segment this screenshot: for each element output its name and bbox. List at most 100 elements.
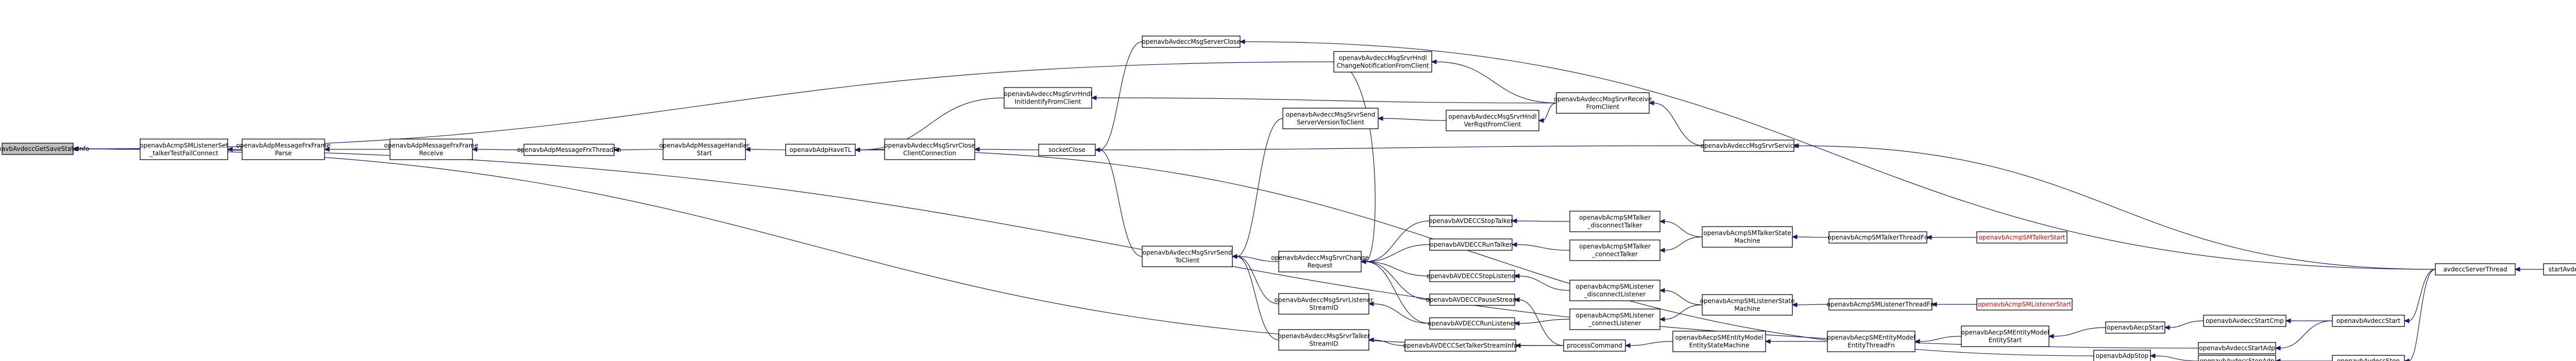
node-openavbavdeccstartadp[interactable]: openavbAvdeccStartAdp: [2198, 342, 2276, 354]
call-edge: [1099, 149, 1143, 257]
node-openavbacmpsmtalker-connecttalker[interactable]: openavbAcmpSMTalker_connectTalker: [1569, 239, 1660, 261]
node-openavbacmpsmlistenerthreadfn[interactable]: openavbAcmpSMListenerThreadFn: [1827, 298, 1935, 311]
call-edge: [2053, 327, 2106, 337]
node-box: [2198, 355, 2276, 361]
node-openavbavdeccmsgsrvrsendserverversiontoclient[interactable]: openavbAvdeccMsgSrvrSendServerVersionToC…: [1282, 108, 1379, 129]
node-openavbadpstop[interactable]: openavbAdpStop: [2093, 350, 2151, 361]
node-openavbacmpsmtalker-disconnecttalker[interactable]: openavbAcmpSMTalker_disconnectTalker: [1569, 211, 1660, 232]
node-openavbavdeccpausestream[interactable]: openavbAVDECCPauseStream: [1426, 294, 1519, 306]
call-edge: [1099, 145, 1704, 150]
call-edge: [1664, 221, 1703, 237]
call-edge-arrowhead: [1931, 302, 1937, 307]
node-openavbavdeccmsgsrvrhndlchangenotificationfromclient[interactable]: openavbAvdeccMsgSrvrHndlChangeNotificati…: [1333, 51, 1432, 73]
node-openavbavdeccstoplistener[interactable]: openavbAVDECCStopListener: [1427, 270, 1518, 282]
node-label: avdeccServerThread: [2444, 266, 2507, 273]
node-box: [242, 139, 325, 160]
call-edge: [1236, 256, 1279, 340]
node-label: ServerVersionToClient: [1297, 119, 1364, 126]
call-edge: [1664, 304, 1703, 320]
node-label: openavbAvdeccMsgSrvrReceive: [1554, 96, 1652, 103]
node-box: [140, 139, 228, 160]
call-edge: [1365, 261, 1430, 277]
node-box: [785, 144, 856, 156]
node-openavbavdeccmsgsrvrhndlinitidentifyfromclient[interactable]: openavbAvdeccMsgSrvrHndlInitIdentifyFrom…: [1004, 87, 1092, 109]
node-box: [2332, 315, 2405, 327]
node-openavbacmpsmtalkerstart[interactable]: openavbAcmpSMTalkerStart: [1976, 231, 2067, 244]
node-openavbavdeccruntalker[interactable]: openavbAVDECCRunTalker: [1429, 238, 1513, 251]
node-label: openavbAVDECCStopListener: [1427, 272, 1518, 280]
node-openavbacmpsmlistenerset-talkertestfailconnect[interactable]: openavbAcmpSMListenerSet_talkerTestFailC…: [140, 139, 228, 160]
node-box: [1446, 110, 1539, 131]
node-openavbavdeccmsgsrvrhndlverrqstfromclient[interactable]: openavbAvdeccMsgSrvrHndlVerRqstFromClien…: [1446, 110, 1539, 131]
node-box: [1961, 325, 2049, 347]
node-label: openavbAvdeccMsgSrvrListener: [1275, 297, 1374, 304]
call-edge: [1543, 102, 1557, 121]
node-label: Request: [1308, 262, 1333, 269]
node-box: [1702, 226, 1793, 248]
node-box: [1569, 211, 1660, 232]
node-openavbacmpsmtalkerthreadfn[interactable]: openavbAcmpSMTalkerThreadFn: [1827, 231, 1928, 244]
node-openavbadpmessagefrxthreadfn[interactable]: openavbAdpMessageFrxThreadFn: [517, 144, 621, 156]
node-avdeccserverthread[interactable]: avdeccServerThread: [2435, 263, 2516, 276]
node-openavbavdeccstart[interactable]: openavbAvdeccStart: [2332, 315, 2405, 327]
node-openavbavdeccgetsavestateinfo[interactable]: openavbAvdeccGetSaveStateInfo: [0, 143, 89, 155]
node-box: [1702, 294, 1793, 316]
node-label: openavbAdpHaveTL: [789, 146, 851, 153]
call-edge-arrowhead: [1239, 39, 1245, 44]
node-label: openavbAcmpSMListenerStart: [1978, 301, 2072, 308]
node-openavbaecpsmentitymodelentitystatemachine[interactable]: openavbAecpSMEntityModelEntityStateMachi…: [1672, 331, 1766, 352]
node-openavbavdeccstopadp[interactable]: openavbAvdeccStopAdp: [2198, 355, 2276, 361]
call-edge: [1664, 236, 1703, 251]
node-box: [1038, 144, 1096, 156]
node-box: [2198, 342, 2276, 354]
call-edge: [2279, 320, 2333, 349]
call-edge-arrowhead: [1514, 297, 1520, 302]
call-edge: [1518, 276, 1570, 291]
node-openavbadphavetl[interactable]: openavbAdpHaveTL: [785, 144, 856, 156]
node-openavbavdeccstartcmp[interactable]: openavbAvdeccStartCmp: [2203, 315, 2286, 327]
call-edge-arrowhead: [613, 147, 619, 152]
node-openavbavdeccmsgserverclose[interactable]: openavbAvdeccMsgServerClose: [1142, 36, 1241, 48]
node-openavbavdeccstoptalker[interactable]: openavbAVDECCStopTalker: [1429, 215, 1513, 227]
node-openavbavdeccmsgsrvrservice[interactable]: openavbAvdeccMsgSrvrService: [1701, 140, 1798, 152]
node-openavbacmpsmlistenerstart[interactable]: openavbAcmpSMListenerStart: [1976, 298, 2073, 311]
node-label: openavbAvdeccStartAdp: [2199, 345, 2275, 352]
node-openavbavdeccmsgsrvrcloseclientconnection[interactable]: openavbAvdeccMsgSrvrCloseClientConnectio…: [884, 139, 975, 160]
node-label: openavbAvdeccMsgSrvrSend: [1286, 111, 1376, 118]
node-box: [1569, 308, 1660, 330]
node-box: [1429, 270, 1515, 282]
node-openavbacmpsmlistener-disconnectlistener[interactable]: openavbAcmpSMListener_disconnectListener: [1569, 280, 1660, 301]
call-edge: [1516, 244, 1570, 251]
node-box: [1703, 140, 1794, 152]
call-edge: [2168, 320, 2204, 328]
node-label: openavbAdpStop: [2096, 352, 2149, 359]
call-edge-arrowhead: [1514, 273, 1520, 279]
node-openavbacmpsmlistener-connectlistener[interactable]: openavbAcmpSMListener_connectListener: [1569, 308, 1660, 330]
call-edge-arrowhead: [1926, 235, 1932, 240]
node-openavbavdeccrunlistener[interactable]: openavbAVDECCRunListener: [1428, 317, 1517, 330]
call-edge-arrowhead: [471, 147, 478, 152]
node-box: [1976, 231, 2067, 244]
node-openavbavdeccsettalkerstreaminfo[interactable]: openavbAVDECCSetTalkerStreamInfo: [1403, 339, 1518, 352]
node-socketclose[interactable]: socketClose: [1038, 144, 1096, 156]
call-graph-nodes: openavbAvdeccGetSaveStateInfo openavbAcmp…: [0, 36, 2576, 361]
node-openavbaecpstart[interactable]: openavbAecpStart: [2105, 321, 2165, 334]
node-box: [884, 139, 975, 160]
node-startavdecc[interactable]: startAvdecc: [2543, 263, 2576, 276]
node-box: [1278, 293, 1369, 315]
call-edge-arrowhead: [1793, 143, 1799, 148]
node-processcommand[interactable]: processCommand: [1563, 339, 1626, 352]
node-openavbavdeccstop[interactable]: openavbAvdeccStop: [2332, 355, 2405, 361]
